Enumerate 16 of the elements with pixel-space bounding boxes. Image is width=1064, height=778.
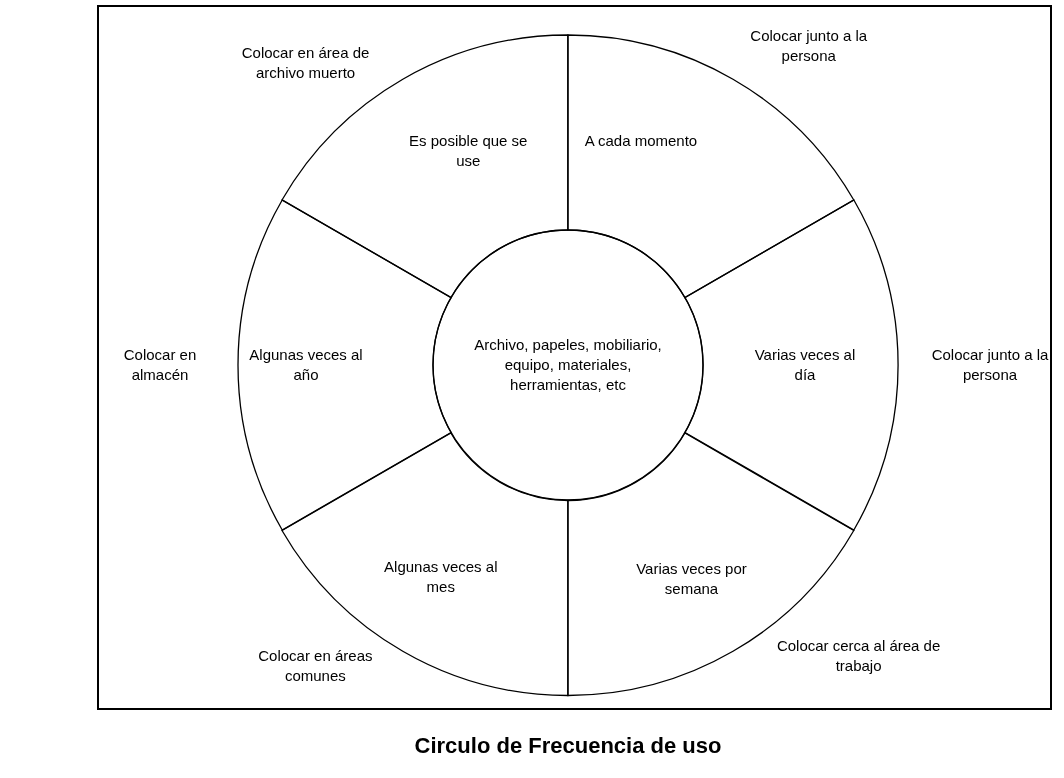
- frequency-label: A cada momento: [583, 130, 699, 151]
- frequency-label: Algunas veces al año: [248, 345, 364, 385]
- center-label: Archivo, papeles, mobiliario, equipo, materiales, herramientas, etc: [473, 335, 663, 395]
- frequency-label: Algunas veces al mes: [383, 556, 499, 597]
- frequency-label: Varias veces por semana: [635, 558, 748, 599]
- frequency-label: Varias veces al día: [753, 345, 857, 385]
- ring-sector: [683, 199, 899, 531]
- diagram-title: Circulo de Frecuencia de uso: [413, 732, 723, 760]
- placement-label: Colocar en almacén: [122, 345, 198, 385]
- placement-label: Colocar junto a la persona: [930, 345, 1050, 385]
- placement-label: Colocar junto a la persona: [749, 25, 869, 66]
- placement-label: Colocar en áreas comunes: [257, 646, 374, 687]
- ring-sector: [237, 199, 453, 531]
- placement-label: Colocar en área de archivo muerto: [240, 43, 371, 84]
- frequency-label: Es posible que se use: [408, 131, 529, 172]
- placement-label: Colocar cerca al área de trabajo: [776, 635, 942, 676]
